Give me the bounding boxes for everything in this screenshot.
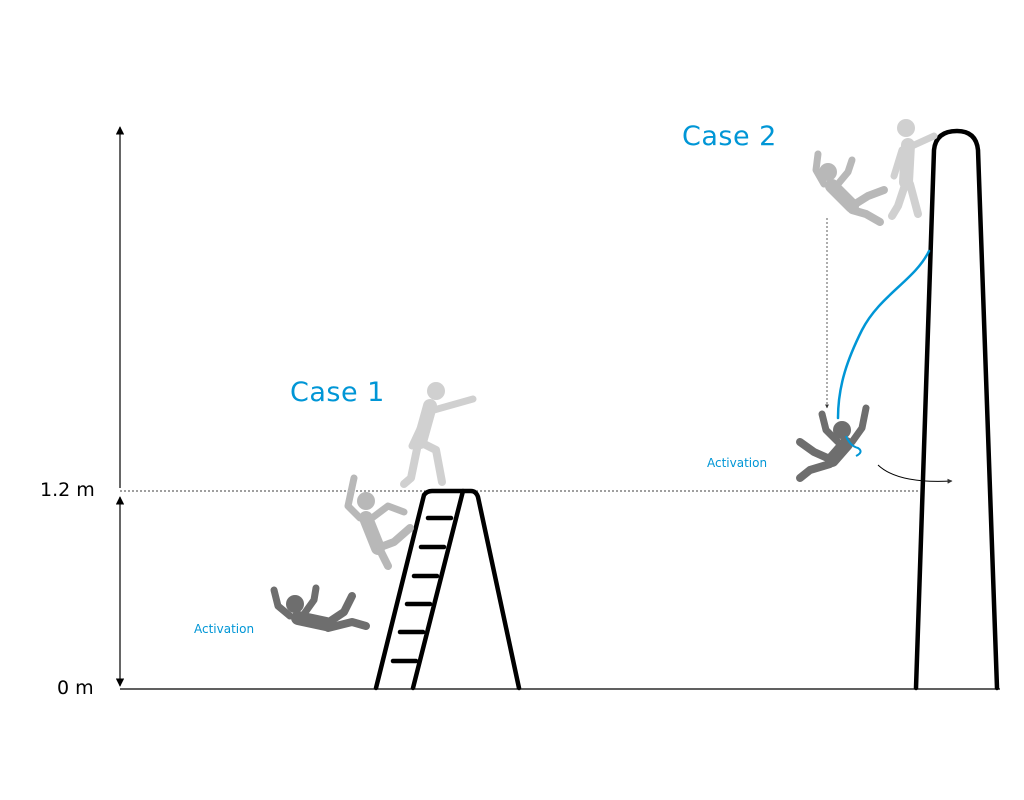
stepladder — [373, 488, 522, 691]
harness — [845, 435, 862, 457]
case2-activation-label: Activation — [707, 456, 768, 470]
case2-title: Case 2 — [682, 121, 777, 152]
tall-pole — [913, 128, 1000, 691]
case2-worker-on-pole — [888, 119, 938, 220]
height-label-top: 1.2 m — [40, 479, 95, 501]
case1-worker-activation — [270, 584, 370, 632]
lanyard — [836, 249, 931, 420]
case1-activation-label: Activation — [194, 622, 255, 636]
case1-worker-falling — [344, 474, 414, 570]
case2-worker-activation — [796, 404, 870, 482]
case2-worker-falling — [812, 150, 888, 226]
swing-arrow — [877, 464, 953, 484]
height-label-bottom: 0 m — [57, 677, 94, 699]
case1-worker-on-ladder — [400, 382, 477, 488]
case1-title: Case 1 — [290, 377, 385, 408]
